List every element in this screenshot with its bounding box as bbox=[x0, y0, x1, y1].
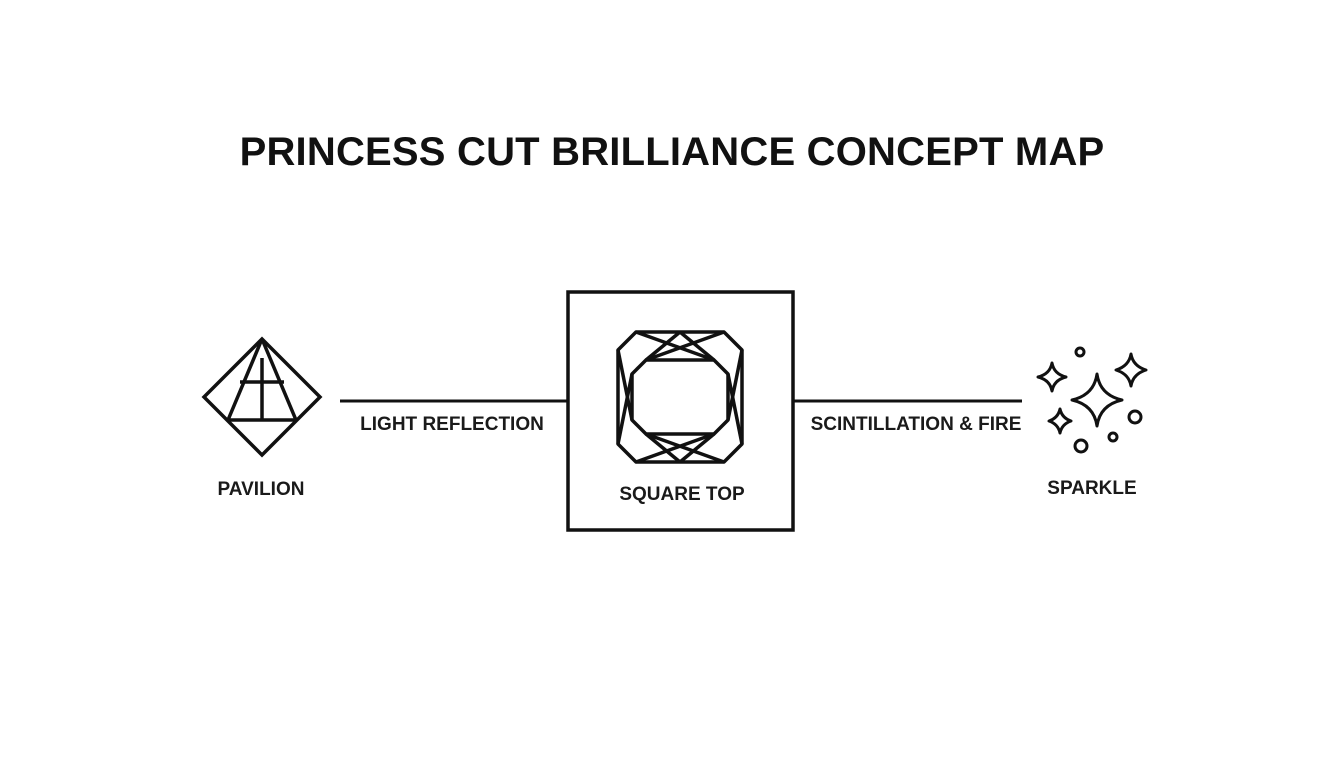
diagram-title: PRINCESS CUT BRILLIANCE CONCEPT MAP bbox=[239, 130, 1105, 174]
node-label-sparkle: SPARKLE bbox=[1047, 478, 1137, 499]
node-label-pavilion: PAVILION bbox=[217, 479, 305, 500]
pavilion-diamond-icon bbox=[201, 336, 323, 458]
edge-label-light-reflection: LIGHT REFLECTION bbox=[360, 414, 544, 435]
edge-label-scintillation-fire: SCINTILLATION & FIRE bbox=[810, 414, 1022, 435]
sparkle-icon bbox=[1036, 346, 1148, 454]
princess-cut-gem-icon bbox=[616, 330, 744, 464]
node-label-square-top: SQUARE TOP bbox=[619, 484, 745, 505]
